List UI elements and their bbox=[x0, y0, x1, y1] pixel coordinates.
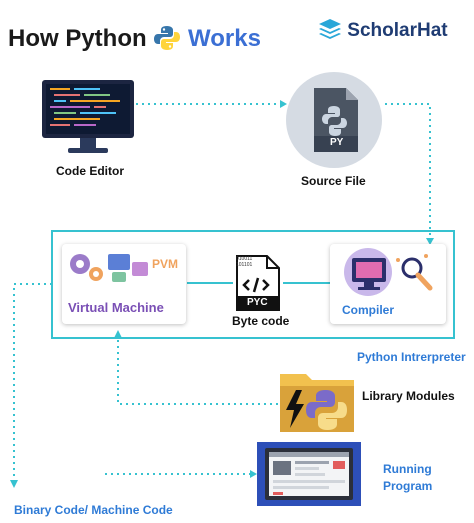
code-editor-monitor-icon bbox=[42, 80, 134, 153]
binary-code-label: Binary Code/ Machine Code bbox=[14, 503, 173, 517]
source-to-compiler-arrow bbox=[385, 103, 431, 238]
library-modules-label: Library Modules bbox=[362, 389, 455, 403]
running-program-icon bbox=[257, 442, 361, 506]
gears-icon bbox=[70, 254, 148, 282]
compiler-card: Compiler bbox=[330, 244, 446, 324]
source-file-badge: PY bbox=[330, 137, 344, 148]
library-modules-icon bbox=[280, 374, 354, 432]
brand-name: ScholarHat bbox=[347, 20, 448, 41]
brand-logo: ScholarHat bbox=[318, 18, 448, 42]
byte-code-digits: 010011 101101 bbox=[236, 256, 253, 268]
byte-code-file-icon bbox=[236, 255, 280, 311]
source-file-label: Source File bbox=[301, 174, 366, 188]
byte-code-label: Byte code bbox=[232, 314, 290, 328]
byte-code-badge: PYC bbox=[247, 297, 268, 308]
pvm-tag: PVM bbox=[152, 257, 179, 271]
library-to-vm-arrow bbox=[117, 338, 278, 405]
compiler-icon bbox=[344, 248, 433, 296]
python-interpreter-label: Python Intrerpreter bbox=[357, 350, 466, 364]
python-logo-icon bbox=[154, 26, 181, 50]
source-file-icon bbox=[286, 72, 382, 168]
virtual-machine-label: Virtual Machine bbox=[68, 300, 164, 315]
running-program-label: Running Program bbox=[383, 462, 433, 493]
virtual-machine-card: PVM Virtual Machine bbox=[62, 244, 186, 324]
page-title: How Python Works bbox=[8, 25, 261, 52]
vm-to-binary-arrow bbox=[13, 283, 52, 480]
code-editor-label: Code Editor bbox=[56, 164, 124, 178]
compiler-label: Compiler bbox=[342, 303, 395, 317]
brand-stack-icon bbox=[319, 19, 341, 39]
